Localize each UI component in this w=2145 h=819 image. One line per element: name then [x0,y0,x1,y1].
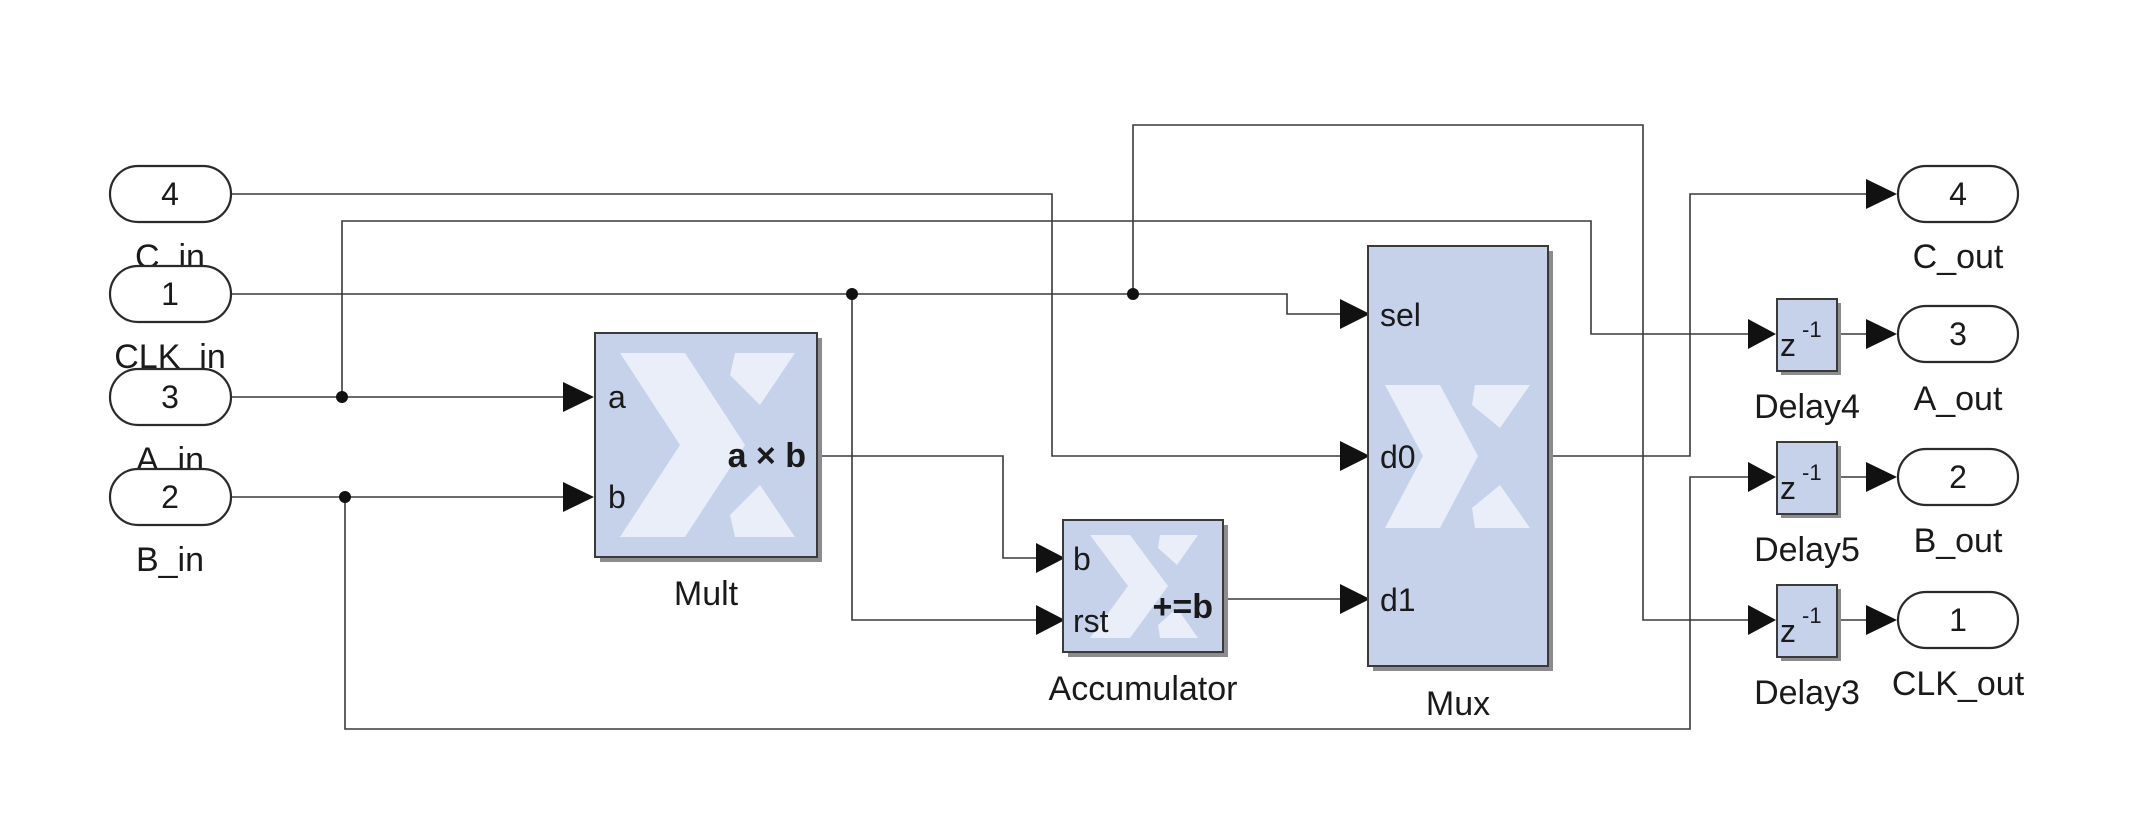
outport-c-out[interactable]: 4 C_out [1896,164,2020,276]
outport-number: 1 [1949,602,1967,638]
wire-clk-to-delay3[interactable] [1132,124,1748,621]
arrow-icon [563,482,594,512]
wires [232,124,1866,730]
arrow-icon [1748,319,1776,349]
mux-pin-d0: d0 [1380,439,1416,475]
arrow-icon [1340,584,1370,614]
arrow-icon [1340,299,1370,329]
inport-b-in[interactable]: 2 B_in [108,467,233,579]
outport-shape[interactable] [1896,447,2020,507]
junction-dot [846,288,858,300]
mux-block[interactable]: sel d0 d1 Mux [1367,245,1553,723]
outport-label: A_out [1914,380,2003,418]
inport-shape[interactable] [108,264,233,324]
outport-a-out[interactable]: 3 A_out [1896,304,2020,418]
delay-z: z [1780,613,1796,649]
outport-shape[interactable] [1896,164,2020,224]
arrowheads [563,179,1897,635]
outport-label: C_out [1913,238,2004,276]
mult-block-label: Mult [674,575,739,613]
delay-exponent: -1 [1802,603,1822,628]
inport-label: B_in [136,541,204,579]
wire-a-to-delay4[interactable] [341,220,1748,397]
wire-mult-to-acc-b[interactable] [820,455,1036,559]
accumulator-operator: +=b [1153,588,1213,626]
delay-block-body[interactable] [1776,584,1838,658]
outport-shape[interactable] [1896,590,2020,650]
inport-shape[interactable] [108,164,233,224]
xilinx-logo-icon [1385,385,1530,528]
arrow-icon [563,382,594,412]
inport-c-in[interactable]: 4 C_in [108,164,233,276]
delay-z: z [1780,470,1796,506]
inport-a-in[interactable]: 3 A_in [108,367,233,479]
junction-dot [336,391,348,403]
mult-pin-a: a [608,379,626,415]
mux-pin-sel: sel [1380,297,1421,333]
wire-b-to-delay5[interactable] [344,476,1748,730]
xilinx-logo-icon [620,353,795,537]
arrow-icon [1036,543,1065,573]
junctions [336,288,1139,503]
outport-number: 4 [1949,176,1967,212]
delay4-block[interactable]: z -1 Delay4 [1754,298,1860,426]
arrow-icon [1748,462,1776,492]
inport-number: 4 [161,176,179,212]
inport-number: 3 [161,379,179,415]
accumulator-block-label: Accumulator [1049,670,1238,708]
outport-label: B_out [1914,522,2003,560]
delay-block-body[interactable] [1776,441,1838,515]
outport-number: 2 [1949,459,1967,495]
delay-block-label: Delay5 [1754,531,1860,569]
delay-exponent: -1 [1802,460,1822,485]
accumulator-block[interactable]: b rst +=b Accumulator [1049,519,1238,708]
arrow-icon [1866,605,1897,635]
inport-number: 1 [161,276,179,312]
outport-number: 3 [1949,316,1967,352]
inport-clk-in[interactable]: 1 CLK_in [108,264,233,376]
delay3-block[interactable]: z -1 Delay3 [1754,584,1860,712]
accumulator-pin-rst: rst [1073,603,1109,639]
mult-block[interactable]: a b a × b Mult [594,332,822,613]
arrow-icon [1866,319,1897,349]
junction-dot [1127,288,1139,300]
wire-clk-to-acc-rst[interactable] [851,294,1036,621]
outport-label: CLK_out [1892,665,2025,703]
mult-pin-b: b [608,479,626,515]
arrow-icon [1748,605,1776,635]
mux-pin-d1: d1 [1380,582,1416,618]
wire-c-in-to-mux-d0[interactable] [232,193,1340,457]
inport-number: 2 [161,479,179,515]
delay-block-body[interactable] [1776,298,1838,372]
inport-shape[interactable] [108,367,233,427]
xilinx-logo-icon [1090,535,1198,638]
outport-clk-out[interactable]: 1 CLK_out [1892,590,2025,703]
delay-exponent: -1 [1802,317,1822,342]
outport-shape[interactable] [1896,304,2020,364]
arrow-icon [1866,179,1897,209]
delay-z: z [1780,327,1796,363]
wire-mux-to-c-out[interactable] [1548,193,1866,457]
arrow-icon [1036,605,1065,635]
delay5-block[interactable]: z -1 Delay5 [1754,441,1860,569]
junction-dot [339,491,351,503]
inport-shape[interactable] [108,467,233,527]
outport-b-out[interactable]: 2 B_out [1896,447,2020,560]
arrow-icon [1340,441,1370,471]
delay-block-label: Delay4 [1754,388,1860,426]
wire-clk-in-to-mux-sel[interactable] [232,293,1340,315]
arrow-icon [1866,462,1897,492]
mult-operator: a × b [728,437,806,475]
delay-block-label: Delay3 [1754,674,1860,712]
mux-block-label: Mux [1426,685,1490,723]
accumulator-pin-b: b [1073,541,1091,577]
